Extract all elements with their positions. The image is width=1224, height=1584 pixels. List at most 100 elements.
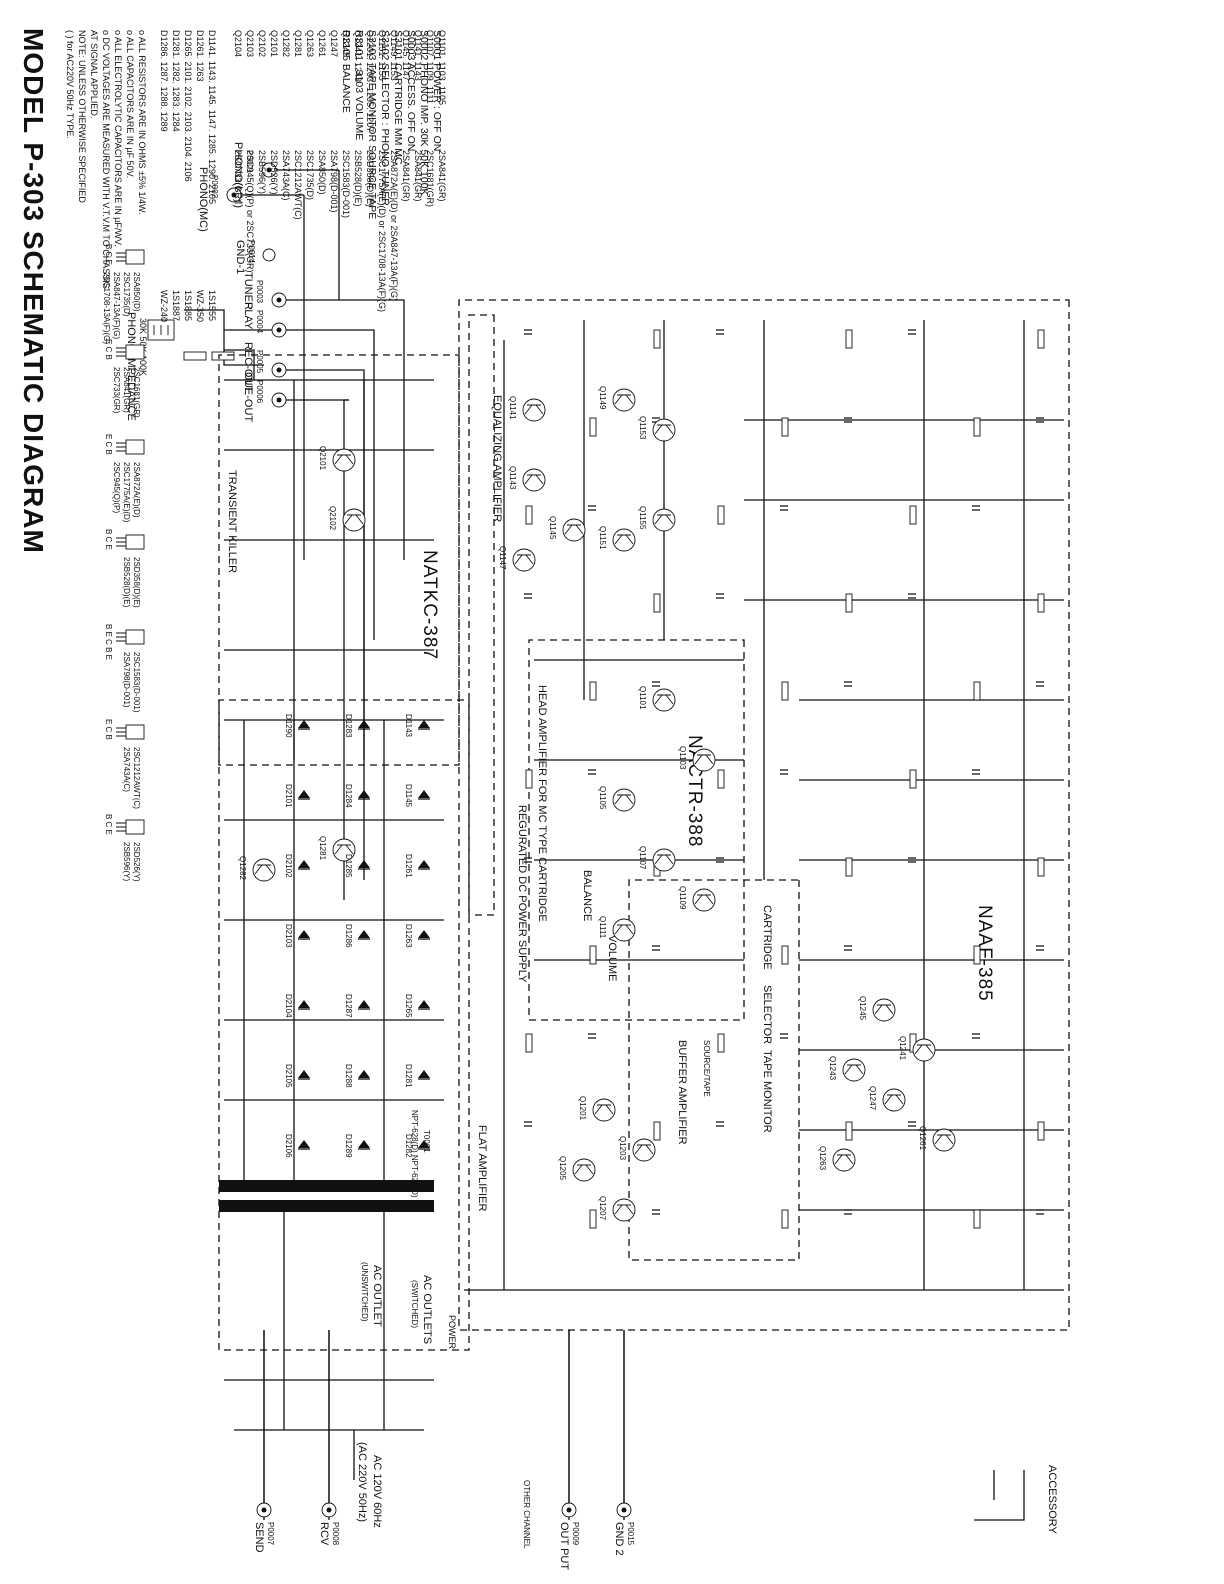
resistor xyxy=(717,505,725,525)
svg-text:P0008: P0008 xyxy=(331,1522,340,1546)
transistor-q1241: Q1241 xyxy=(898,1036,936,1062)
diode-d2106: D2106 xyxy=(284,1134,310,1158)
parts-ref: Q2102 xyxy=(257,30,267,57)
capacitor xyxy=(780,769,788,775)
svg-text:D1289: D1289 xyxy=(344,1134,353,1158)
capacitor xyxy=(908,593,916,599)
volume-label: VOLUME xyxy=(606,935,618,981)
svg-text:Q1147: Q1147 xyxy=(498,546,507,570)
svg-text:2SC1583(D-001): 2SC1583(D-001) xyxy=(132,652,141,713)
parts-ref: Q1245 xyxy=(341,30,351,57)
svg-text:T0001: T0001 xyxy=(422,1130,431,1153)
transistor-q1263: Q1263 xyxy=(818,1146,856,1172)
diode-type: WZ-350 xyxy=(195,290,205,322)
svg-text:2SC1708-13A(F)(G): 2SC1708-13A(F)(G) xyxy=(102,272,111,344)
svg-text:D2104: D2104 xyxy=(284,994,293,1018)
diode-d2101: D2101 xyxy=(284,784,310,808)
svg-text:Q1151: Q1151 xyxy=(598,526,607,550)
svg-text:Q1243: Q1243 xyxy=(828,1056,837,1081)
resistor xyxy=(909,769,917,789)
capacitor xyxy=(524,1121,532,1127)
diode-d1263: D1263 xyxy=(404,924,430,948)
svg-text:D1285: D1285 xyxy=(344,854,353,878)
transistors: Q1141Q1143Q1145Q1147Q1149Q1151Q1153Q1155… xyxy=(238,386,956,1222)
resistor xyxy=(1037,329,1045,349)
transistor-q1207: Q1207 xyxy=(598,1196,636,1222)
capacitor xyxy=(588,769,596,775)
parts-type: 2SD358(D)(E) xyxy=(365,150,375,207)
parts-type: 2SC1775A(E)(D) or 2SC1708-13A(F)(G) xyxy=(377,150,387,312)
parts-ref: Q2103 xyxy=(245,30,255,57)
svg-text:D2101: D2101 xyxy=(284,784,293,808)
buffer-amp-label: BUFFER AMPLIFIER xyxy=(676,1040,688,1145)
tape-monitor-label: TAPE MONITOR xyxy=(761,1050,773,1133)
diode-d1145: D1145 xyxy=(404,784,430,808)
resistor xyxy=(653,329,661,349)
connector-id: P0005 xyxy=(255,350,264,374)
resistor xyxy=(781,681,789,701)
other-channel-label: OTHER CHANNEL xyxy=(522,1480,531,1549)
parts-ref: Q1145. 1147 xyxy=(401,30,411,81)
parts-ref: Q1281 xyxy=(293,30,303,57)
note-line: NOTE: UNLESS OTHERWISE SPECIFIED xyxy=(77,30,87,203)
svg-text:Q1245: Q1245 xyxy=(858,996,867,1021)
diode-d1282: D1282 xyxy=(404,1134,430,1158)
connector-id: P0004 xyxy=(255,310,264,334)
svg-text:D1263: D1263 xyxy=(404,924,413,948)
transistor-q1203: Q1203 xyxy=(618,1136,656,1162)
svg-text:B C E: B C E xyxy=(104,529,113,550)
connector-id: P0002 xyxy=(210,175,219,199)
svg-text:GND 2: GND 2 xyxy=(613,1522,625,1556)
svg-text:P0007: P0007 xyxy=(266,1522,275,1546)
package-0: B C E2SA850(D)2SC1735(D)2SA847-13A(F)(G)… xyxy=(102,244,145,344)
phono-impedance-label: PHONO IMPEDANCE xyxy=(125,312,137,421)
parts-ref: Q1247 xyxy=(329,30,339,57)
capacitor xyxy=(972,1033,980,1039)
parts-ref: Q1261 xyxy=(317,30,327,57)
svg-text:E C B: E C B xyxy=(104,339,113,360)
parts-type: 2SA841(GR) xyxy=(413,150,423,202)
diode-d2103: D2103 xyxy=(284,924,310,948)
svg-text:D1288: D1288 xyxy=(344,1064,353,1088)
svg-text:Q1247: Q1247 xyxy=(868,1086,877,1111)
svg-text:2SA850(D): 2SA850(D) xyxy=(132,272,141,312)
capacitor xyxy=(908,857,916,863)
diode-d1290: D1290 xyxy=(284,714,310,738)
parts-ref: Q2104 xyxy=(233,30,243,57)
note-line: o ALL RESISTORS ARE IN OHMS ±5% 1/4W. xyxy=(137,30,147,215)
svg-text:Q1263: Q1263 xyxy=(818,1146,827,1171)
svg-text:2SA847-13A(F)(G): 2SA847-13A(F)(G) xyxy=(112,272,121,339)
transient-killer-label: TRANSIENT KILLER xyxy=(226,470,238,573)
resistor xyxy=(781,1209,789,1229)
transistor-q1201: Q1201 xyxy=(578,1096,616,1122)
diode-type: 1S1555 xyxy=(207,290,217,321)
capacitor xyxy=(716,1121,724,1127)
svg-text:RCV: RCV xyxy=(318,1522,330,1546)
note-line: ( ) for AC220V 50Hz TYPE. xyxy=(65,30,75,139)
connector-label: CUE-OUT xyxy=(242,372,254,422)
svg-text:Q1149: Q1149 xyxy=(598,386,607,410)
eq-strip xyxy=(468,314,495,916)
parts-type: 2SA798(D-001) xyxy=(329,150,339,213)
svg-text:2SC733(GR): 2SC733(GR) xyxy=(112,367,121,414)
svg-text:E C B: E C B xyxy=(104,719,113,740)
svg-text:Q1111: Q1111 xyxy=(598,916,607,939)
diode-d1285: D1285 xyxy=(344,854,370,878)
parts-type: 2SA850(D) xyxy=(317,150,327,195)
resistor xyxy=(589,945,597,965)
transistor-q1149: Q1149 xyxy=(598,386,636,412)
transistor-q1141: Q1141 xyxy=(508,396,546,422)
diode-d1284: D1284 xyxy=(344,784,370,808)
svg-text:Q1155: Q1155 xyxy=(638,506,647,530)
parts-ref: Q1107. 1109. 1111 xyxy=(425,30,435,104)
svg-text:Q2102: Q2102 xyxy=(328,506,337,531)
notes: o ALL RESISTORS ARE IN OHMS ±5% 1/4W.o A… xyxy=(65,30,147,289)
